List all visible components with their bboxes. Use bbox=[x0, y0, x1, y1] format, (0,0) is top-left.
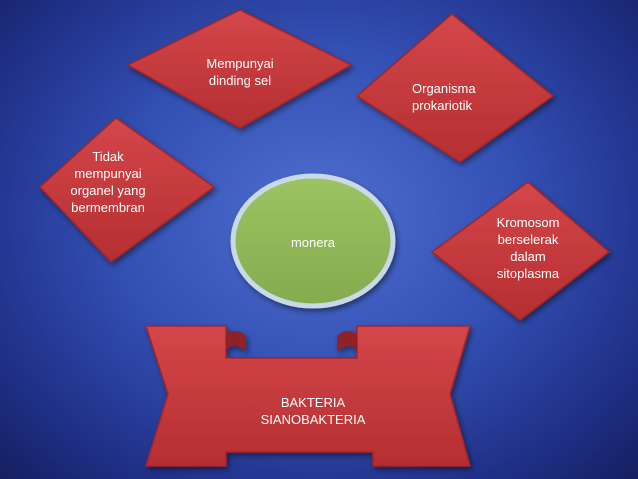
center-circle bbox=[230, 173, 396, 309]
bottom-banner bbox=[144, 325, 472, 467]
node-left-line-2: mempunyai bbox=[74, 166, 142, 181]
node-top-right-line-2: prokariotik bbox=[412, 98, 472, 113]
node-left-line-3: organel yang bbox=[70, 183, 146, 198]
banner-line-1: BAKTERIA bbox=[280, 395, 346, 410]
banner-line-2: SIANOBAKTERIA bbox=[260, 412, 366, 427]
diamond-kromosom bbox=[430, 181, 611, 321]
diamond-organel bbox=[38, 117, 216, 263]
node-left: Tidak mempunyai organel yang bermembran bbox=[58, 148, 158, 216]
node-left-line-1: Tidak bbox=[92, 149, 124, 164]
node-right-line-2: berselerak bbox=[497, 232, 559, 247]
node-top-left: Mempunyai dinding sel bbox=[190, 55, 290, 89]
banner-label: BAKTERIA SIANOBAKTERIA bbox=[243, 394, 383, 428]
node-top-right-line-1: Organisma bbox=[412, 81, 476, 96]
center-label: monera bbox=[290, 235, 336, 250]
node-right-line-4: sitoplasma bbox=[496, 266, 560, 281]
node-top-left-line-2: dinding sel bbox=[208, 73, 272, 88]
node-right-line-1: Kromosom bbox=[496, 215, 560, 230]
diamond-prokariotik bbox=[355, 13, 555, 163]
diamond-dinding-sel bbox=[126, 9, 353, 129]
node-left-line-4: bermembran bbox=[71, 200, 145, 215]
node-right-line-3: dalam bbox=[510, 249, 546, 264]
node-top-left-line-1: Mempunyai bbox=[206, 56, 274, 71]
node-right: Kromosom berselerak dalam sitoplasma bbox=[478, 214, 578, 282]
node-top-right: Organisma prokariotik bbox=[412, 80, 492, 114]
